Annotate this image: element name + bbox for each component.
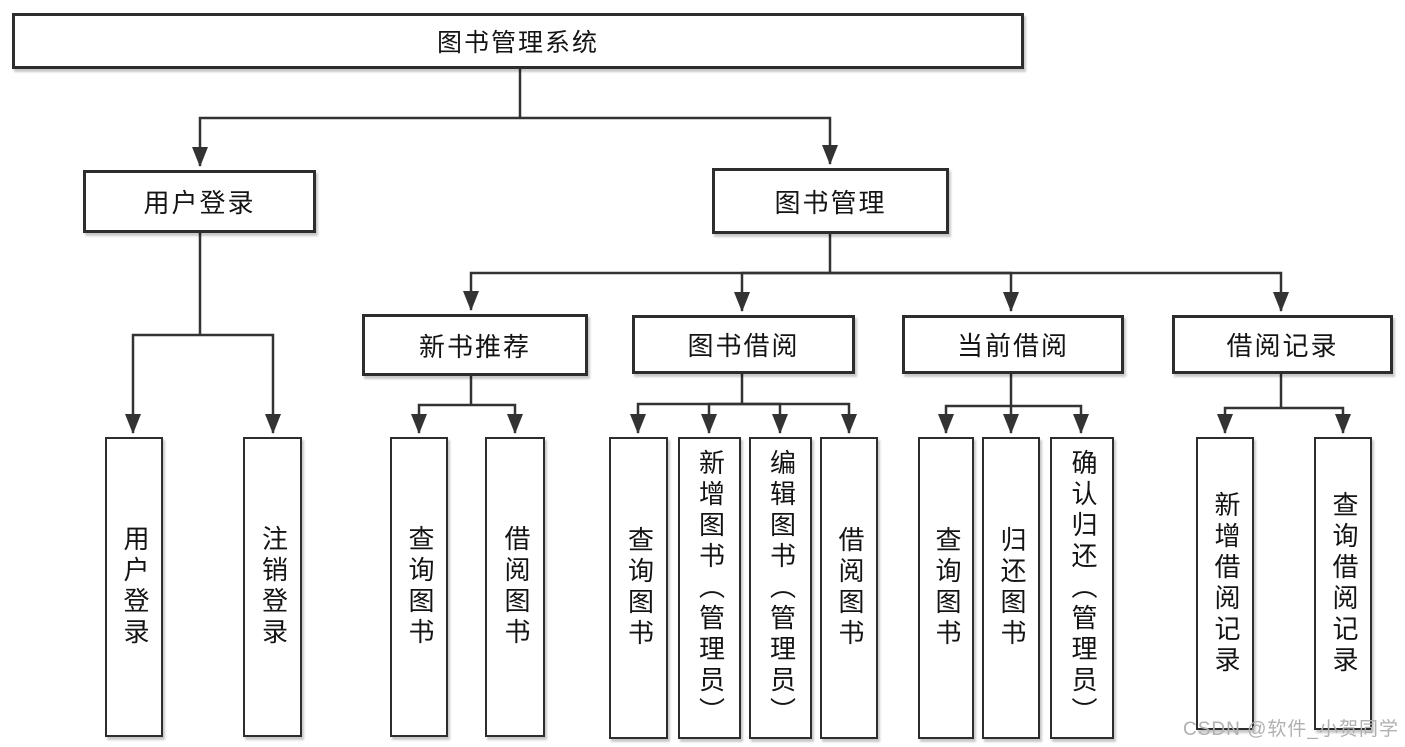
leaf-query-borrow-record: 查询借阅记录 [1314,437,1372,730]
leaf-confirm-return-admin: 确认归还（管理员） [1050,437,1114,739]
leaf-add-borrow-record: 新增借阅记录 [1196,437,1254,730]
node-root-library-system: 图书管理系统 [12,13,1024,69]
node-borrow-records: 借阅记录 [1172,315,1393,374]
node-current-borrow: 当前借阅 [902,315,1124,374]
csdn-watermark: CSDN @软件_小贺同学 [1183,719,1399,740]
node-book-borrow: 图书借阅 [632,315,855,374]
leaf-logout: 注销登录 [243,437,302,737]
leaf-return-books: 归还图书 [982,437,1040,739]
leaf-add-books-admin: 新增图书（管理员） [678,437,741,739]
leaf-user-login: 用户登录 [105,437,163,737]
leaf-edit-books-admin: 编辑图书（管理员） [749,437,812,739]
leaf-query-books: 查询图书 [390,437,448,737]
node-new-book-recommend: 新书推荐 [362,314,588,376]
leaf-borrow-books: 借阅图书 [485,437,545,737]
leaf-query-books-3: 查询图书 [918,437,974,739]
leaf-query-books-2: 查询图书 [609,437,668,739]
node-user-login: 用户登录 [83,170,316,233]
node-book-management: 图书管理 [712,168,949,234]
leaf-borrow-books-2: 借阅图书 [820,437,878,739]
